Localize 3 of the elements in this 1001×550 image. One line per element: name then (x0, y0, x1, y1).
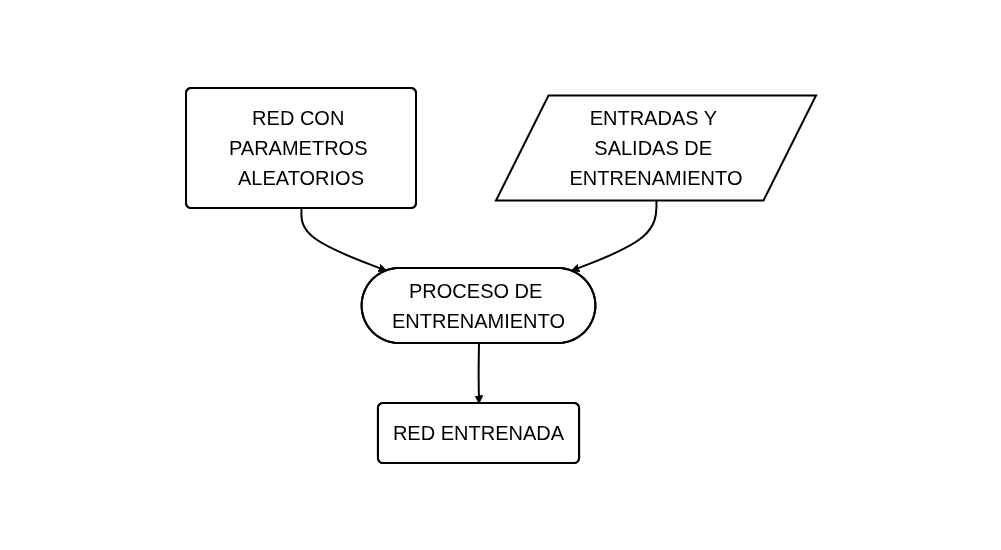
arrow (473, 342, 483, 404)
arrow (299, 207, 387, 272)
node-text: RED CON PARAMETROS ALEATORIOS (228, 106, 367, 189)
